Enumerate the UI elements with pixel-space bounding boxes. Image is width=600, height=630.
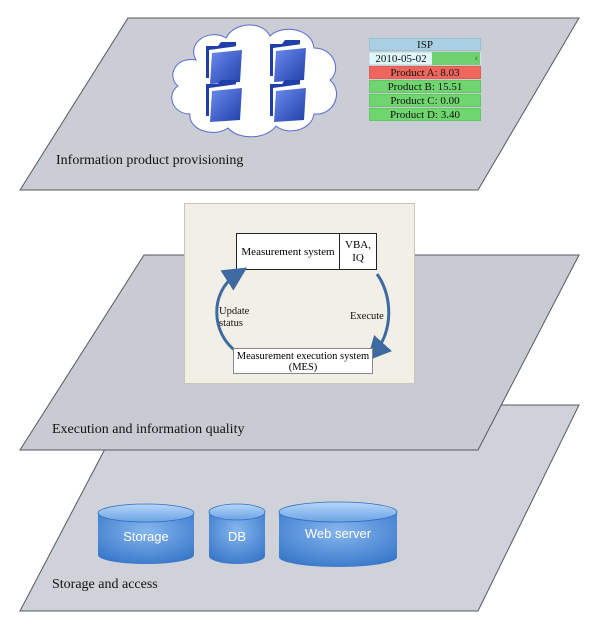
execute-label: Execute — [350, 311, 384, 322]
product-row: Product C: 0.00 — [369, 94, 481, 107]
isp-title: ISP — [369, 38, 481, 51]
isp-panel: ISP 2010-05-02 ‹ Product A: 8.03 Product… — [369, 38, 481, 122]
mes-panel: Measurement system VBA, IQ Update status… — [184, 203, 415, 384]
product-row: Product D: 3.40 — [369, 108, 481, 121]
storage-layer-label: Storage and access — [52, 577, 158, 592]
folder-icon — [270, 80, 306, 122]
product-row: Product B: 15.51 — [369, 80, 481, 93]
folder-icon — [270, 40, 306, 82]
db-cylinder — [208, 503, 266, 564]
mes-arrows — [215, 267, 392, 361]
vba-iq-label: VBA, IQ — [345, 238, 371, 264]
update-status-arrow — [215, 267, 248, 354]
mes-box: Measurement execution system (MES) — [233, 348, 373, 374]
product-row: Product A: 8.03 — [369, 66, 481, 79]
storage-cylinder — [97, 503, 195, 564]
execution-layer-label: Execution and information quality — [52, 422, 245, 437]
isp-date: 2010-05-02 — [375, 53, 427, 65]
chevron-left-icon[interactable]: ‹ — [432, 52, 480, 65]
folder-icon — [206, 80, 242, 122]
web-server-label: Web server — [304, 526, 372, 541]
web-server-cylinder — [278, 501, 398, 567]
provisioning-layer-label: Information product provisioning — [56, 153, 244, 168]
update-status-label: Update status — [219, 306, 250, 329]
db-label: DB — [227, 529, 247, 544]
isp-date-row: 2010-05-02 ‹ — [369, 52, 481, 65]
execute-arrow — [366, 273, 392, 361]
measurement-system-box: Measurement system VBA, IQ — [236, 233, 377, 270]
measurement-system-label: Measurement system — [237, 234, 340, 269]
storage-label: Storage — [123, 529, 169, 544]
folder-icon — [206, 42, 242, 84]
